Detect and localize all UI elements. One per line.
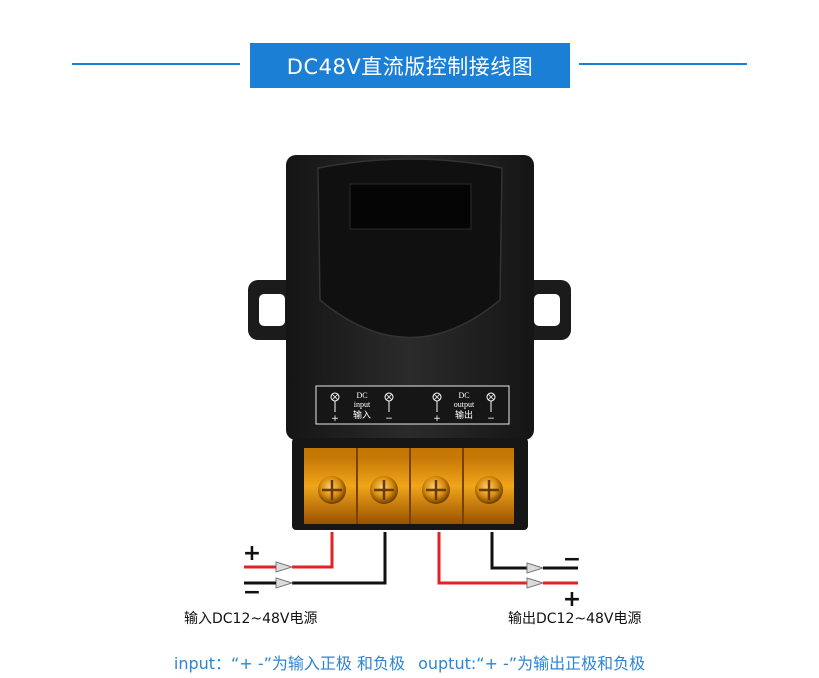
input-positive-connector-icon	[244, 561, 294, 573]
output-minus-sign: −	[563, 547, 581, 572]
input-polarity-note: input：“+ -”为输入正极 和负极	[173, 654, 405, 673]
input-cn-label: 输入	[353, 409, 371, 421]
header-divider-left	[72, 63, 240, 65]
page-title-banner: DC48V直流版控制接线图	[250, 43, 570, 88]
input-power-caption: 输入DC12~48V电源	[184, 611, 318, 627]
output-plus-mark: +	[433, 414, 441, 424]
terminal-screw-input-minus[interactable]	[370, 476, 398, 504]
output-cn-label: 输出	[455, 409, 473, 421]
input-label-group: DC input 输入 + −	[330, 391, 394, 424]
wire-output-positive	[437, 532, 527, 585]
output-power-caption: 输出DC12~48V电源	[508, 611, 642, 627]
output-plus-sign: +	[563, 587, 581, 612]
output-minus-mark: −	[487, 414, 495, 424]
mounting-ear-left	[248, 280, 296, 340]
input-minus-mark: −	[385, 414, 393, 424]
terminal-screw-output-minus[interactable]	[475, 476, 503, 504]
polarity-note: input：“+ -”为输入正极 和负极 ouptut:“+ -”为输出正极和负…	[0, 650, 819, 674]
header-divider-right	[579, 63, 747, 65]
input-name-label: input	[354, 400, 371, 409]
input-minus-sign: −	[243, 580, 261, 605]
terminal-screw-output-plus[interactable]	[422, 476, 450, 504]
input-negative-connector-icon	[244, 577, 294, 589]
page-title: DC48V直流版控制接线图	[286, 54, 534, 79]
terminal-label-plate: DC input 输入 + − DC output 输出 + −	[315, 385, 510, 425]
output-negative-connector-icon	[526, 562, 578, 574]
mounting-ear-right	[523, 280, 571, 340]
output-polarity-note: ouptut:“+ -”为输出正极和负极	[418, 654, 646, 673]
input-plus-sign: +	[243, 541, 261, 566]
input-plus-mark: +	[331, 414, 339, 424]
wire-input-positive	[292, 532, 334, 569]
input-dc-label: DC	[356, 391, 367, 400]
output-positive-connector-icon	[526, 577, 578, 589]
wire-output-negative	[490, 532, 527, 570]
output-dc-label: DC	[458, 391, 469, 400]
wire-input-negative	[292, 532, 387, 585]
output-name-label: output	[454, 400, 475, 409]
terminal-screw-input-plus[interactable]	[318, 476, 346, 504]
output-label-group: DC output 输出 + −	[432, 391, 496, 424]
relay-module-body	[286, 155, 534, 440]
